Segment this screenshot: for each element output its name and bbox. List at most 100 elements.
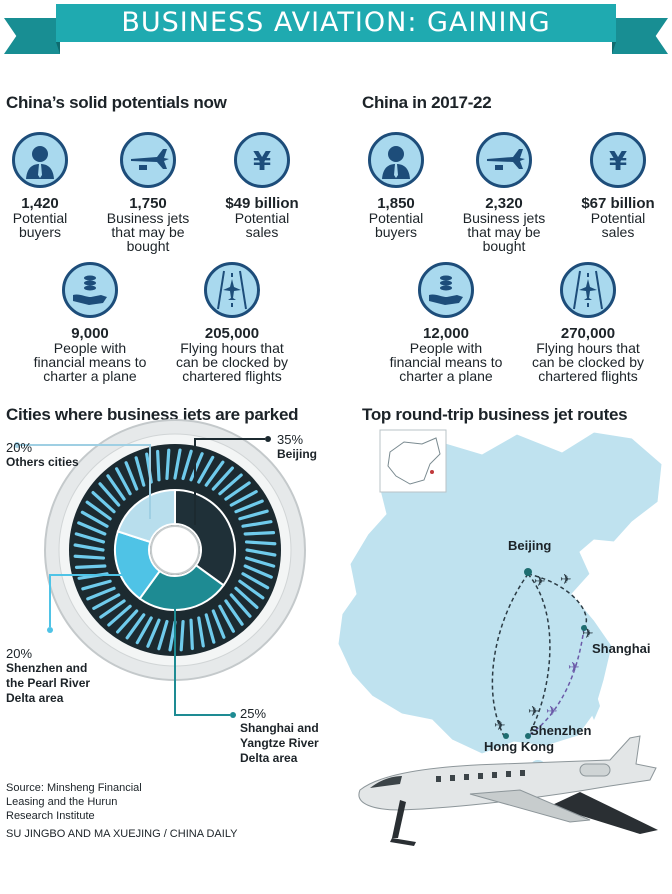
- stat-value: $67 billion: [581, 195, 655, 212]
- route-beijing-shenzhen: [527, 573, 551, 737]
- person-icon: [368, 132, 424, 188]
- stat-label: Potential: [368, 210, 424, 226]
- svg-text:¥: ¥: [609, 147, 627, 177]
- airplane-icon: [476, 132, 532, 188]
- fan-blade: [125, 613, 146, 640]
- route-beijing-hongkong: [491, 573, 529, 737]
- fan-blade: [218, 604, 235, 633]
- yuan-icon: ¥: [590, 132, 646, 188]
- stat-value: $49 billion: [225, 195, 299, 212]
- stat-value: 205,000: [204, 325, 260, 342]
- taiwan-island: [588, 686, 600, 720]
- fan-blade: [189, 618, 194, 651]
- jet-shadow-wing: [550, 792, 658, 834]
- stat-label: Potential: [590, 210, 646, 226]
- plane-icon: ✈: [528, 703, 540, 719]
- plane-icon: ✈: [534, 573, 546, 589]
- stat-label: can be clocked by: [175, 354, 289, 370]
- stat-label: that may be: [467, 224, 541, 240]
- plane-icon: ✈: [494, 717, 506, 733]
- fan-blade: [116, 609, 139, 634]
- stat-label: chartered flights: [538, 368, 638, 384]
- inset-map-frame: [379, 429, 447, 493]
- leader-line-shanghai: [174, 590, 230, 716]
- fan-blade: [224, 481, 251, 501]
- leader-line-beijing: [194, 438, 265, 525]
- fan-blades: [73, 448, 277, 652]
- fan-blade: [224, 599, 244, 626]
- legend-shanghai: 25% Shanghai and Yangtze River Delta are…: [240, 706, 319, 765]
- fan-blade: [229, 490, 258, 507]
- fan-blade: [146, 618, 161, 648]
- fan-blade: [92, 593, 121, 610]
- stat-value: 1,750: [129, 195, 167, 212]
- fan-blade: [243, 531, 276, 536]
- stat-label: People with: [409, 340, 483, 356]
- fan-blade: [98, 482, 121, 507]
- coins-hand-icon: [62, 262, 118, 318]
- fan-blade: [234, 499, 264, 514]
- stat-label: buyers: [374, 224, 418, 240]
- plane-icon: ✈: [546, 703, 558, 719]
- city-label-hongkong: Hong Kong: [484, 739, 555, 754]
- fan-blade: [74, 564, 107, 569]
- fan-blade: [80, 510, 109, 528]
- now-section-title: China’s solid potentials now: [6, 93, 227, 112]
- plane-icon: ✈: [582, 625, 594, 641]
- stat-label: sales: [601, 224, 635, 240]
- fan-blade: [165, 448, 171, 481]
- fan-blade: [189, 452, 204, 482]
- fan-blade: [241, 572, 270, 590]
- fan-blade: [243, 564, 273, 579]
- stat-label: bought: [482, 238, 526, 254]
- city-label-beijing: Beijing: [508, 538, 552, 553]
- source-note: Source: Minsheng Financial Leasing and t…: [6, 782, 142, 822]
- fan-blade: [73, 543, 105, 552]
- city-marker-hongkong: [503, 733, 509, 739]
- fan-blade: [124, 461, 139, 491]
- page-title: BUSINESS AVIATION: GAINING ALTITUDE: [56, 4, 616, 76]
- city-label-shanghai: Shanghai: [592, 641, 651, 656]
- stat-label: bought: [126, 238, 170, 254]
- jet-illustration: [358, 735, 658, 846]
- ribbon-left: [4, 18, 60, 54]
- stat-label: Potential: [12, 210, 68, 226]
- city-label-shenzhen: Shenzhen: [530, 723, 592, 738]
- stat-label: can be clocked by: [531, 354, 645, 370]
- fan-blade: [134, 456, 146, 487]
- fan-blade: [204, 613, 216, 644]
- fan-blade: [106, 474, 126, 501]
- credit-line: SU JINGBO AND MA XUEJING / CHINA DAILY: [6, 828, 238, 840]
- fan-blade: [86, 586, 116, 601]
- fan-blade: [238, 509, 269, 521]
- donut-segment-3: [116, 488, 176, 544]
- fan-blade: [229, 593, 252, 618]
- fan-blade: [173, 448, 182, 480]
- donut-hole: [150, 525, 200, 575]
- donut-segment-0: [174, 488, 236, 587]
- routes-section-title: Top round-trip business jet routes: [362, 405, 628, 424]
- fan-blade: [74, 532, 106, 544]
- stat-label: financial means to: [389, 354, 503, 370]
- inset-map-marker: [430, 470, 434, 474]
- fan-blade: [115, 467, 132, 496]
- fan-blade: [211, 466, 234, 491]
- fan-blade: [211, 609, 226, 639]
- stat-value: 1,850: [377, 195, 415, 212]
- plane-icon: ✈: [560, 571, 572, 587]
- fan-blade: [85, 500, 112, 521]
- stat-label: Flying hours that: [536, 340, 640, 356]
- legend-others: 20% Others cities: [6, 440, 79, 469]
- china-route-map: ✈ ✈ ✈ ✈ ✈ ✈ ✈: [337, 429, 663, 768]
- fan-blade: [107, 604, 132, 627]
- person-icon: [12, 132, 68, 188]
- donut-segment-1: [138, 563, 225, 611]
- fan-blade: [197, 616, 205, 648]
- fan-blade: [181, 449, 193, 481]
- stat-value: 270,000: [560, 325, 616, 342]
